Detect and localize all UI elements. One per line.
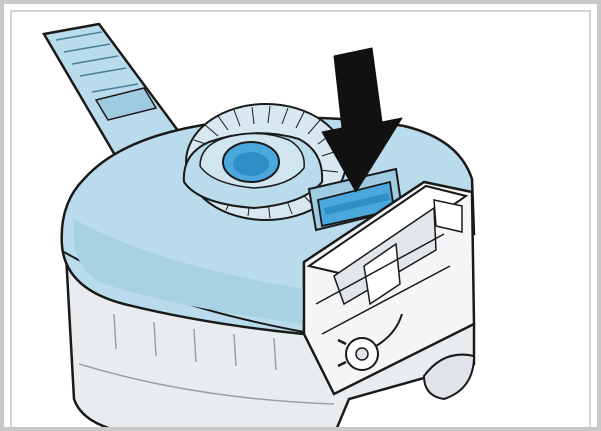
illustration-inner-border bbox=[10, 10, 591, 427]
lid-release-button bbox=[307, 167, 404, 232]
cable-compartment-slot bbox=[363, 242, 401, 306]
power-plug-prongs bbox=[337, 338, 347, 368]
power-plug-core bbox=[355, 347, 369, 361]
power-plug-icon bbox=[337, 313, 403, 371]
press-down-arrow-icon bbox=[321, 47, 403, 193]
hose-inlet-inner bbox=[233, 152, 269, 176]
power-plug-cord bbox=[375, 313, 403, 347]
vent-grille bbox=[182, 103, 347, 221]
hose-ribs bbox=[55, 31, 151, 109]
hose-grip bbox=[94, 87, 158, 121]
cable-compartment-notch bbox=[433, 199, 463, 233]
vacuum-wheel bbox=[422, 353, 476, 401]
press-down-arrow-shape bbox=[321, 47, 403, 193]
cable-compartment bbox=[302, 180, 476, 396]
vacuum-illustration bbox=[42, 22, 476, 427]
vacuum-base-lower-line bbox=[78, 363, 335, 405]
cable-compartment-divider bbox=[315, 233, 451, 335]
vacuum-base-ridges bbox=[113, 313, 277, 371]
vacuum-lid-shade bbox=[73, 219, 304, 324]
lid-release-button-highlight bbox=[324, 193, 390, 215]
vacuum-lid bbox=[60, 116, 476, 336]
